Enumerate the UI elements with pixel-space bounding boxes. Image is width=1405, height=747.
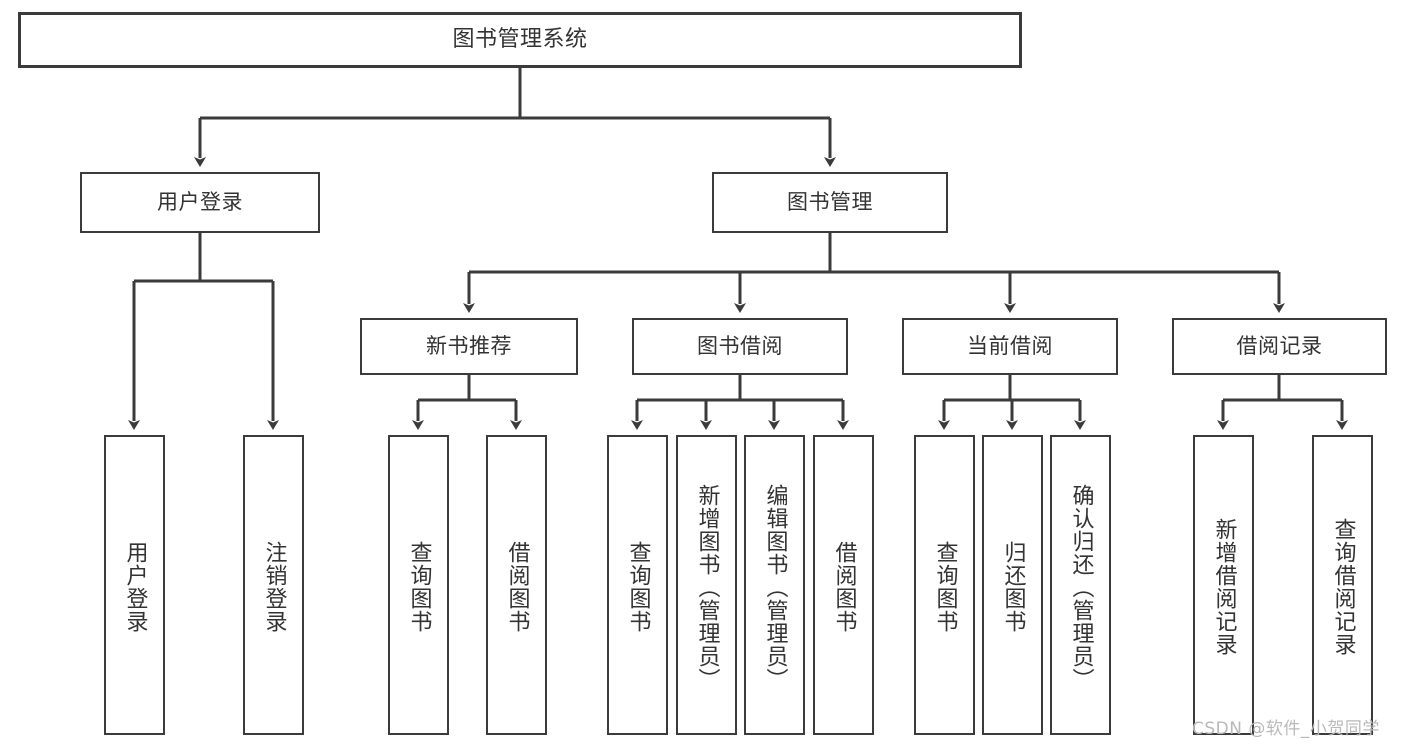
node-current-borrow[interactable]: 当前借阅 [902,318,1118,375]
node-label: 借阅图书 [504,541,530,633]
node-label: 新书推荐 [426,334,512,359]
node-borrow-record[interactable]: 借阅记录 [1172,318,1387,375]
node-label: 查询图书 [932,541,958,633]
node-leaf-logout[interactable]: 注销登录 [243,435,304,735]
node-label: 当前借阅 [967,334,1053,359]
node-leaf-query-book-3[interactable]: 查询图书 [914,435,975,735]
node-leaf-add-record[interactable]: 新增借阅记录 [1193,435,1254,735]
node-label: 归还图书 [1000,541,1026,633]
node-label: 借阅记录 [1236,334,1323,359]
node-label: 新增借阅记录 [1211,518,1237,656]
node-leaf-query-record[interactable]: 查询借阅记录 [1312,435,1373,735]
node-leaf-add-book[interactable]: 新增图书（管理员） [676,435,737,735]
node-book-borrow[interactable]: 图书借阅 [632,318,848,375]
node-label: 查询借阅记录 [1330,518,1356,656]
node-label: 查询图书 [625,541,651,633]
node-label: 用户登录 [157,190,243,215]
node-label: 借阅图书 [831,541,857,633]
node-label: 新增图书（管理员） [694,483,720,691]
node-label: 图书管理 [787,190,873,215]
node-label: 图书借阅 [697,334,783,359]
node-leaf-borrow-book-2[interactable]: 借阅图书 [813,435,874,735]
node-label: 用户登录 [122,541,148,633]
csdn-watermark: CSDN @软件_小贺同学 [1192,719,1380,739]
node-root-book-management-system[interactable]: 图书管理系统 [18,12,1022,68]
node-leaf-return-book[interactable]: 归还图书 [982,435,1043,735]
node-label: 图书管理系统 [452,27,588,53]
node-label: 查询图书 [406,541,432,633]
node-leaf-user-login[interactable]: 用户登录 [104,435,165,735]
node-leaf-edit-book[interactable]: 编辑图书（管理员） [744,435,805,735]
node-leaf-confirm-return[interactable]: 确认归还（管理员） [1050,435,1111,735]
node-book-manage[interactable]: 图书管理 [712,172,948,233]
node-new-book-recommend[interactable]: 新书推荐 [360,318,578,375]
node-user-login[interactable]: 用户登录 [80,172,320,233]
node-leaf-query-book-2[interactable]: 查询图书 [607,435,668,735]
node-label: 编辑图书（管理员） [762,483,788,691]
node-label: 注销登录 [261,541,287,633]
node-leaf-borrow-book-1[interactable]: 借阅图书 [486,435,547,735]
node-leaf-query-book-1[interactable]: 查询图书 [388,435,449,735]
node-label: 确认归还（管理员） [1068,483,1094,691]
